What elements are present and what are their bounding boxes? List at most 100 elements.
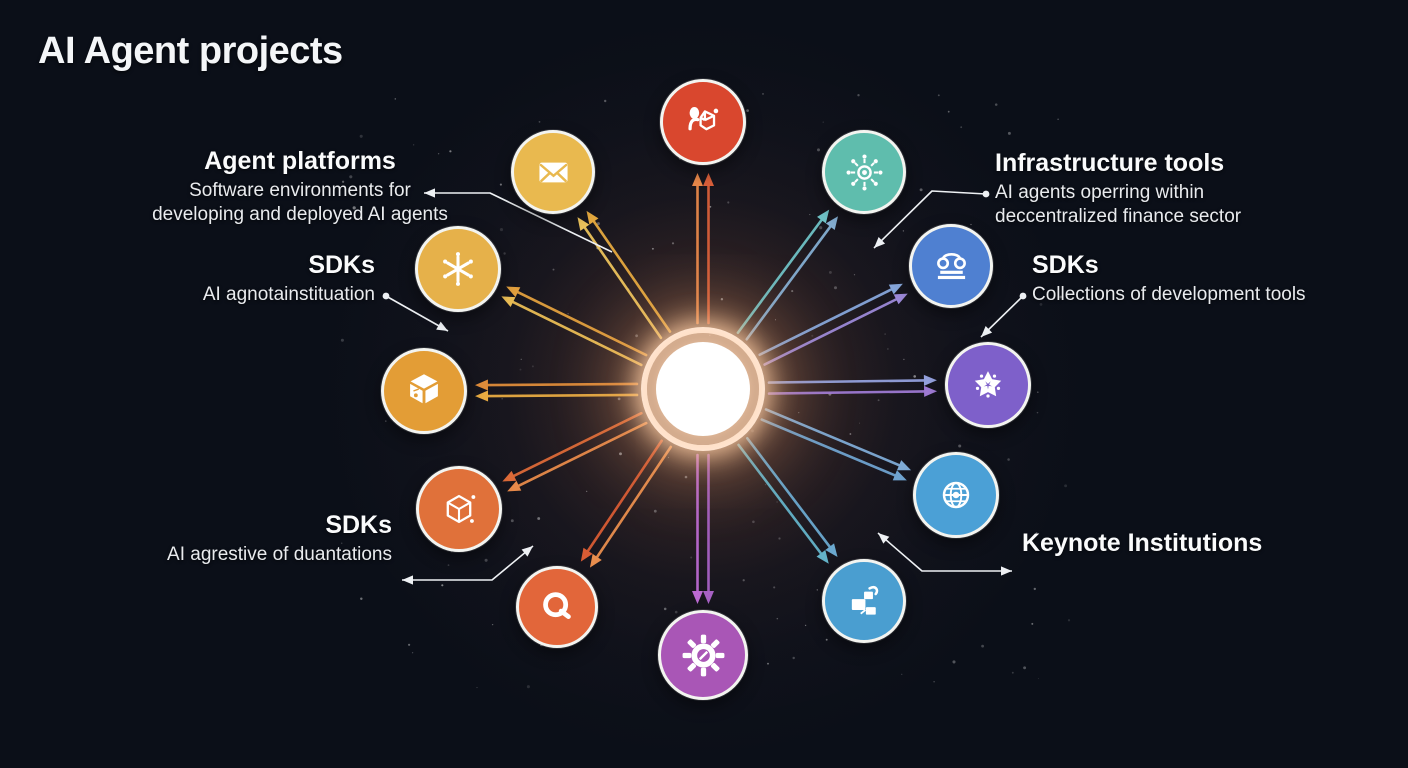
arrowhead bbox=[502, 470, 517, 482]
q-icon bbox=[543, 592, 571, 620]
star-dot bbox=[751, 429, 754, 433]
star-dot bbox=[491, 623, 494, 626]
arrowhead bbox=[436, 321, 448, 331]
star-dot bbox=[499, 183, 502, 186]
star-dot bbox=[828, 270, 832, 274]
star-dot bbox=[798, 411, 800, 414]
arrowhead bbox=[402, 575, 413, 585]
connector-line bbox=[877, 532, 1012, 572]
annotation-title: Infrastructure tools bbox=[995, 149, 1225, 177]
arrowhead bbox=[825, 216, 839, 230]
arrowhead bbox=[507, 480, 522, 492]
node-flower-star bbox=[945, 342, 1031, 428]
star-dot bbox=[819, 226, 823, 230]
annotation-text: deccentralized finance sector bbox=[995, 205, 1242, 227]
arrowhead bbox=[893, 293, 908, 305]
star-dot bbox=[825, 638, 828, 641]
arrowhead bbox=[586, 210, 599, 225]
star-dot bbox=[690, 556, 693, 559]
page-title: AI Agent projects bbox=[38, 30, 343, 72]
radial-arrow bbox=[758, 288, 893, 357]
radial-arrow bbox=[586, 439, 664, 553]
blocks-icon bbox=[851, 585, 878, 615]
star-dot bbox=[720, 298, 724, 301]
center-orb-core bbox=[656, 342, 750, 436]
star-dot bbox=[958, 444, 962, 448]
node-cube-wire bbox=[416, 466, 502, 552]
star-dot bbox=[1037, 678, 1039, 680]
annotation-title: Keynote Institutions bbox=[1022, 529, 1263, 557]
star-dot bbox=[903, 358, 905, 361]
arrowhead bbox=[475, 390, 489, 402]
star-dot bbox=[531, 365, 534, 368]
star-dot bbox=[746, 109, 749, 112]
arrowhead bbox=[703, 591, 714, 604]
star-dot bbox=[776, 501, 778, 503]
star-dot bbox=[352, 206, 356, 210]
annotation-text: Collections of development tools bbox=[1032, 284, 1306, 305]
star-dot bbox=[1059, 295, 1063, 299]
radial-arrow bbox=[512, 411, 643, 478]
annotation-text: Software environments for bbox=[189, 180, 411, 201]
radial-arrow bbox=[511, 300, 643, 367]
star-dot bbox=[919, 188, 923, 192]
arrowhead bbox=[816, 550, 829, 564]
arrowhead bbox=[981, 326, 993, 337]
annotation-text: AI agnotainstituation bbox=[202, 284, 375, 305]
star-dot bbox=[913, 375, 917, 378]
star-dot bbox=[1011, 671, 1014, 674]
star-dot bbox=[394, 98, 397, 100]
star-dot bbox=[503, 252, 506, 255]
star-dot bbox=[341, 542, 343, 544]
network-hub-icon bbox=[846, 154, 882, 190]
radial-arrow bbox=[583, 226, 663, 340]
annotation-title: SDKs bbox=[325, 511, 392, 539]
star-dot bbox=[762, 93, 764, 95]
arrowhead bbox=[580, 547, 593, 562]
star-dot bbox=[501, 397, 504, 400]
envelope-icon bbox=[538, 162, 568, 182]
star-dot bbox=[1031, 622, 1034, 625]
star-dot bbox=[776, 617, 779, 620]
star-dot bbox=[411, 652, 414, 654]
star-dot bbox=[1067, 619, 1071, 622]
annotation-title: SDKs bbox=[1032, 251, 1099, 279]
star-dot bbox=[340, 338, 344, 342]
arrowhead bbox=[923, 374, 937, 386]
star-dot bbox=[857, 94, 860, 97]
radial-arrow bbox=[764, 408, 901, 467]
star-dot bbox=[413, 144, 415, 146]
node-q-node bbox=[516, 566, 598, 648]
star-dot bbox=[764, 483, 767, 486]
annotation-text: AI agents operring within bbox=[995, 182, 1205, 203]
arrowhead bbox=[892, 470, 907, 481]
star-dot bbox=[526, 685, 530, 689]
star-dot bbox=[853, 274, 856, 276]
star-dot bbox=[651, 247, 654, 250]
radial-arrow bbox=[517, 421, 648, 487]
arrowhead bbox=[817, 209, 830, 224]
radial-arrow bbox=[745, 225, 832, 341]
star-dot bbox=[752, 520, 755, 524]
cube-solid-icon bbox=[410, 374, 438, 404]
arrowhead bbox=[692, 591, 703, 604]
star-dot bbox=[994, 103, 998, 106]
star-dot bbox=[538, 121, 541, 123]
star-dot bbox=[499, 228, 504, 232]
radial-arrow bbox=[486, 393, 639, 398]
arrowhead bbox=[825, 543, 838, 558]
star-dot bbox=[727, 201, 730, 204]
arrowhead bbox=[577, 217, 590, 231]
annotation-title: SDKs bbox=[308, 251, 375, 279]
connector-dot bbox=[982, 190, 990, 198]
star-dot bbox=[970, 223, 972, 226]
star-dot bbox=[709, 205, 712, 208]
node-globe bbox=[913, 452, 999, 538]
star-dot bbox=[742, 579, 745, 582]
star-dot bbox=[1039, 303, 1043, 306]
snowflake-icon bbox=[443, 252, 473, 286]
star-dot bbox=[778, 537, 781, 540]
node-network-hub bbox=[822, 130, 906, 214]
star-dot bbox=[947, 110, 950, 113]
